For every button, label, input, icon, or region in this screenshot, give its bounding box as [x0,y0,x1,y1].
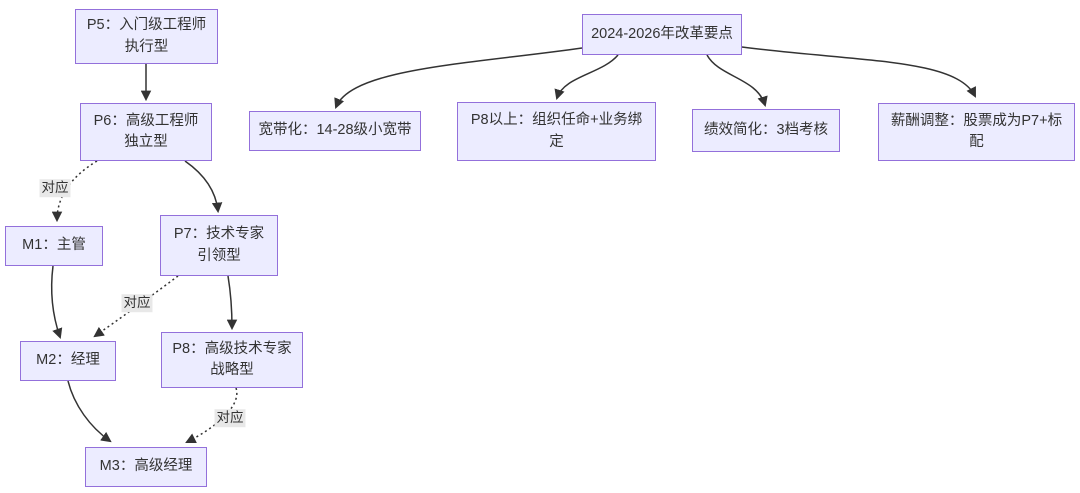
edge-label-p7-m2: 对应 [121,294,153,312]
node-reform-compensation: 薪酬调整：股票成为P7+标 配 [878,103,1075,161]
edge-root-broadband [334,47,583,109]
node-reform-root: 2024-2026年改革要点 [582,14,742,55]
node-reform-p8plus: P8以上：组织任命+业务绑 定 [457,102,656,161]
node-m2: M2：经理 [20,341,116,381]
edge-label-p6-m1: 对应 [39,179,71,197]
node-reform-performance: 绩效简化：3档考核 [692,109,840,152]
edge-label-p8-m3: 对应 [214,409,246,427]
edge-p8-m3 [185,387,238,443]
node-p8: P8：高级技术专家 战略型 [161,332,303,388]
edge-p6-p7 [184,160,223,214]
edge-p7-p8 [226,275,238,331]
edge-root-compensation [741,46,976,98]
edge-m1-m2 [50,265,63,339]
edge-m2-m3 [67,380,112,443]
edge-root-performance [706,54,768,108]
node-p5: P5：入门级工程师 执行型 [75,9,218,64]
node-m3: M3：高级经理 [85,447,207,487]
edge-root-p8plus [554,54,619,101]
node-reform-broadband: 宽带化：14-28级小宽带 [249,111,421,151]
node-m1: M1：主管 [5,226,103,266]
node-p6: P6：高级工程师 独立型 [80,103,212,161]
node-p7: P7：技术专家 引领型 [160,215,278,276]
edge-p7-m2 [93,275,179,338]
